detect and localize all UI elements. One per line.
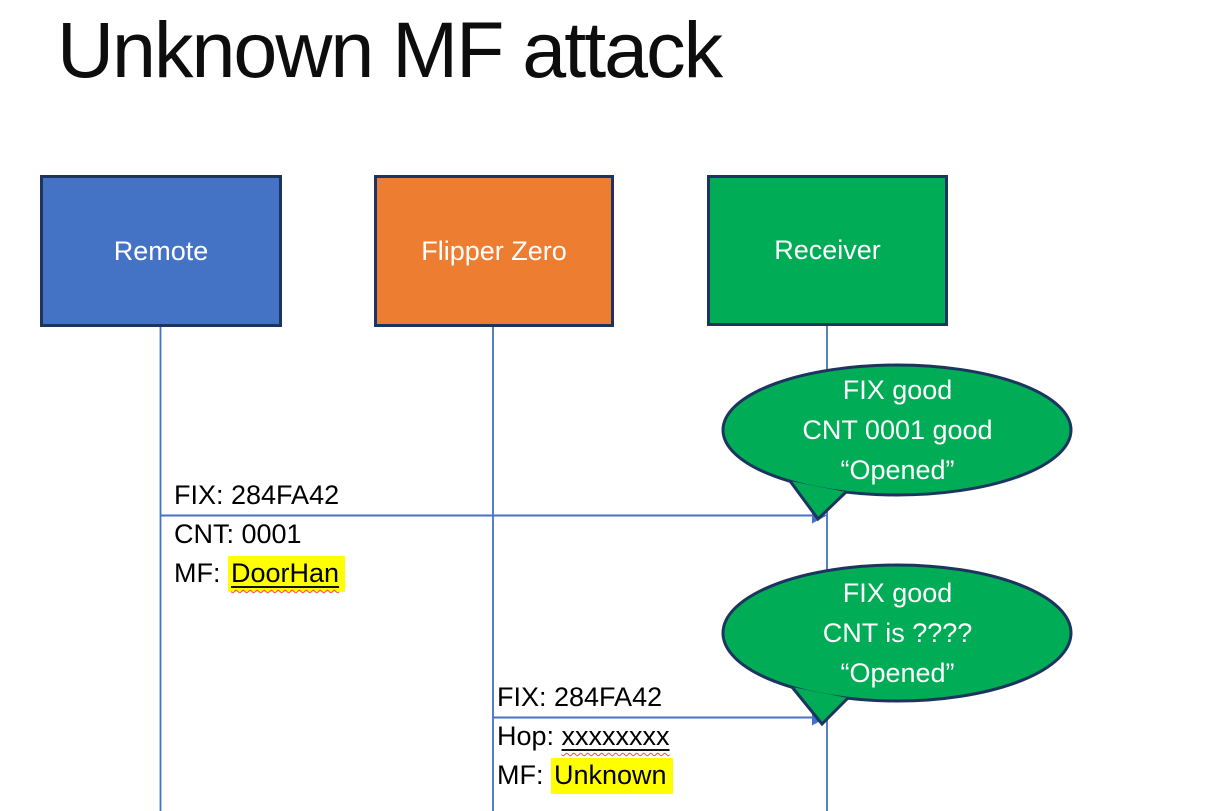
mf-prefix: MF: [174,558,228,588]
hop-value-underlined: xxxxxxxx [561,721,670,751]
mf-value-highlighted: DoorHan [228,556,346,592]
actor-label-flipper-zero: Flipper Zero [421,235,567,266]
actor-box-receiver: Receiver [707,175,948,326]
callout-text-second: FIX good CNT is ???? “Opened” [723,565,1072,701]
callout-text-first: FIX good CNT 0001 good “Opened” [723,365,1072,495]
message-label-flipper-to-receiver: FIX: 284FA42 Hop: xxxxxxxx MF: Unknown [497,678,673,795]
message-mf-line: MF: Unknown [497,756,673,795]
message-label-remote-to-receiver: FIX: 284FA42 CNT: 0001 MF: DoorHan [174,476,346,593]
hop-prefix: Hop: [497,721,562,751]
mf-value-highlighted: Unknown [551,758,673,794]
callout-tail [790,686,850,727]
callout-line: CNT 0001 good [802,415,993,445]
message-cnt-line: CNT: 0001 [174,519,302,549]
callout-bubble-first [721,363,1073,522]
message-mf-line: MF: DoorHan [174,554,346,593]
callout-line: CNT is ???? [822,618,973,648]
actor-box-remote: Remote [40,175,282,327]
callout-line: FIX good [842,578,953,608]
callout-line: “Opened” [840,455,955,485]
message-fix-line: FIX: 284FA42 [497,682,663,712]
actor-label-remote: Remote [113,235,209,266]
mf-prefix: MF: [497,760,551,790]
actor-label-receiver: Receiver [774,235,881,265]
page-title: Unknown MF attack [57,5,723,94]
callout-line: “Opened” [840,658,955,688]
message-fix-line: FIX: 284FA42 [174,480,340,510]
callout-line: FIX good [842,375,953,405]
actor-box-flipper-zero: Flipper Zero [374,175,614,327]
message-hop-line: Hop: xxxxxxxx [497,717,673,756]
callout-tail [788,480,848,522]
callout-bubble-second [721,563,1073,727]
